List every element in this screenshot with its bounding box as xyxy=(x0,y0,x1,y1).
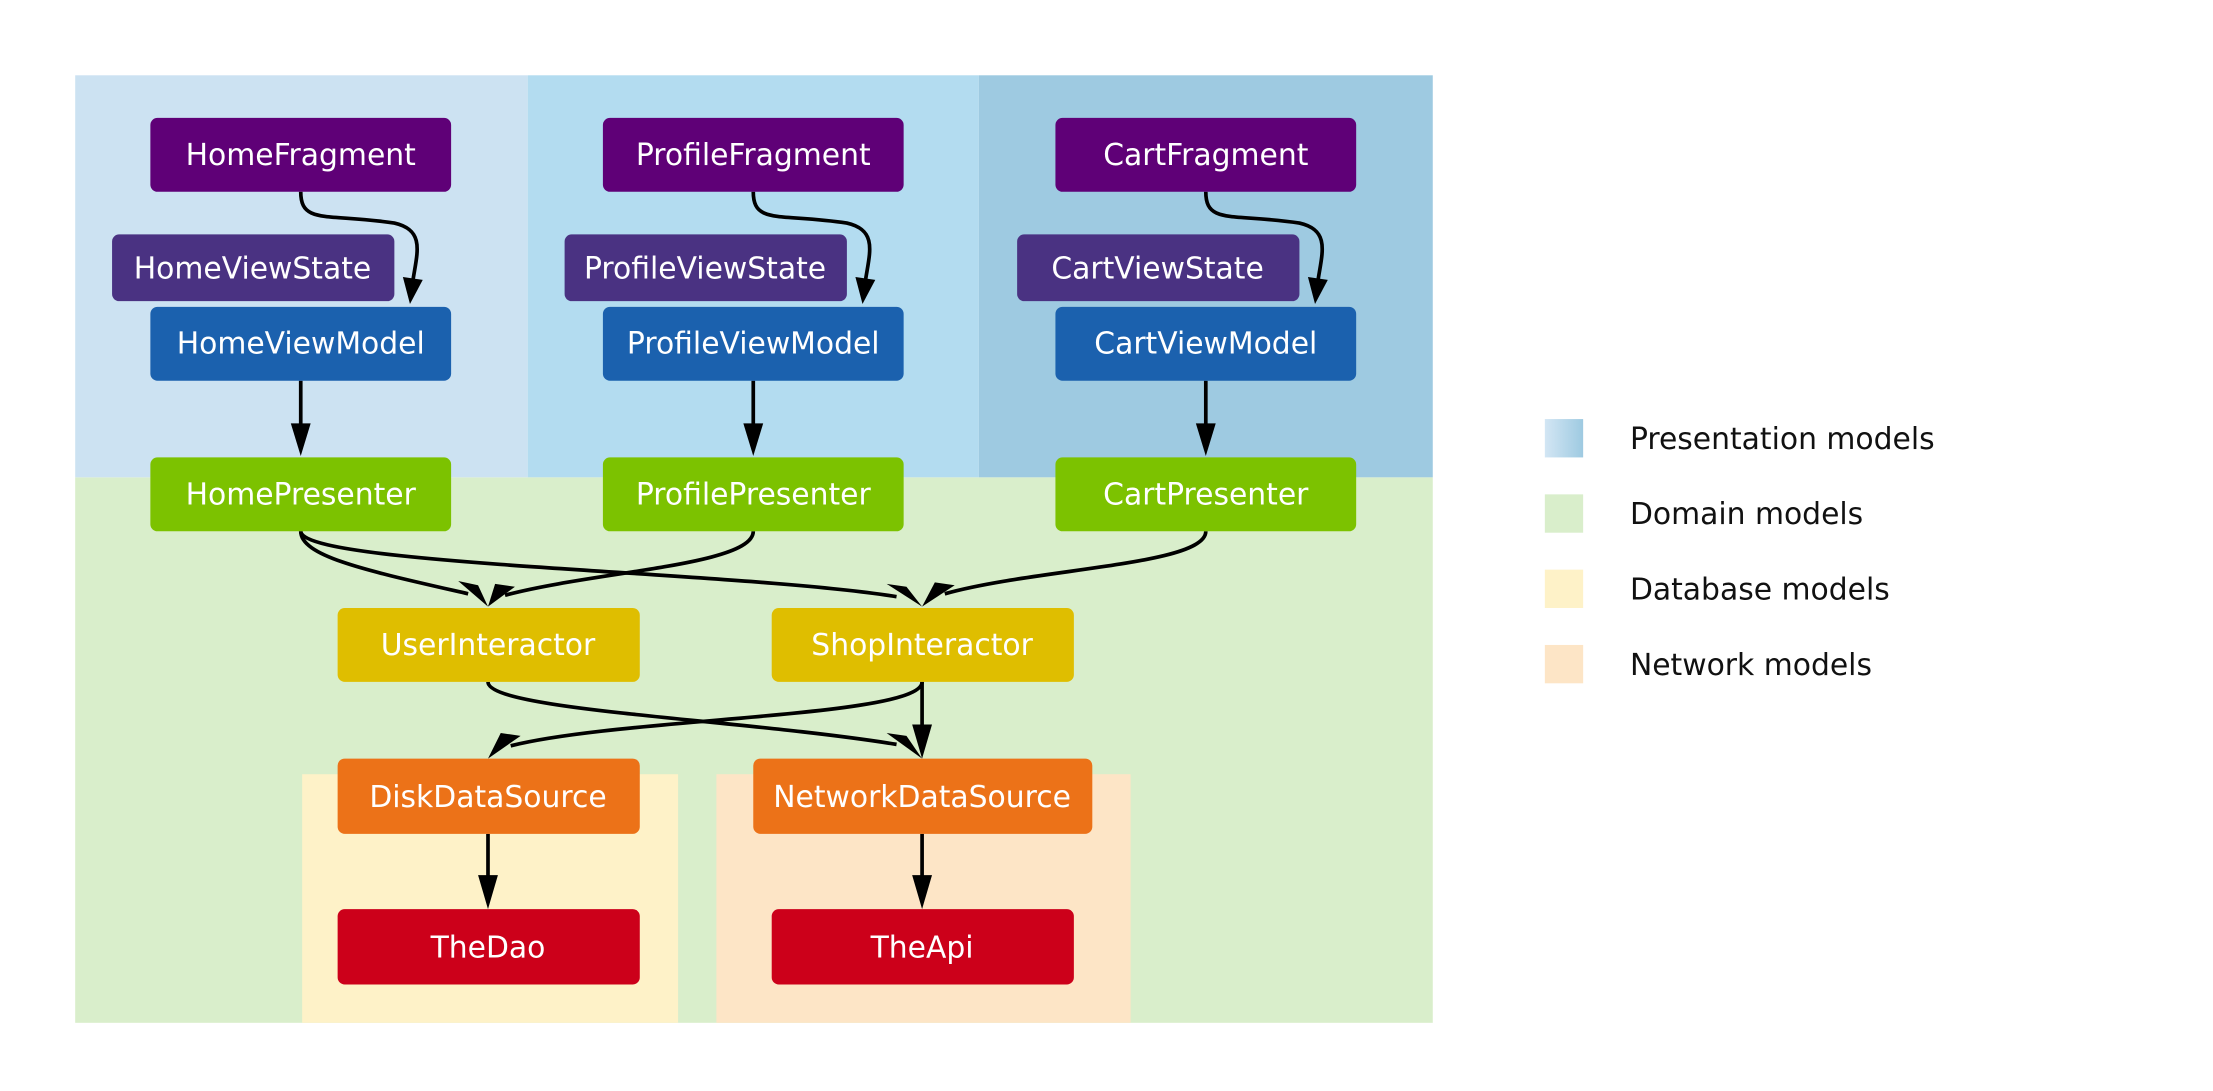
node-cart-view-state[interactable]: CartViewState xyxy=(1017,234,1300,302)
arrowhead xyxy=(458,581,488,607)
node-label: HomeFragment xyxy=(186,138,416,173)
edges xyxy=(290,191,1328,910)
edge-home-presenter-to-user-interactor xyxy=(298,531,469,596)
node-home-view-state[interactable]: HomeViewState xyxy=(112,234,395,302)
node-cart-view-model[interactable]: CartViewModel xyxy=(1055,306,1357,381)
edge-home-presenter-to-shop-interactor xyxy=(298,530,897,599)
node-user-interactor[interactable]: UserInteractor xyxy=(337,608,640,682)
arrowhead xyxy=(912,875,933,910)
legend-item-domain: Domain models xyxy=(1544,494,1863,533)
edge-user-interactor-to-network-data-source xyxy=(486,681,897,747)
arrowhead xyxy=(743,423,764,457)
legend-swatch-domain xyxy=(1544,494,1584,533)
node-profile-fragment[interactable]: ProfileFragment xyxy=(602,117,904,192)
node-label: UserInteractor xyxy=(381,628,596,663)
node-label: CartViewState xyxy=(1051,251,1263,286)
arrowhead xyxy=(487,733,521,759)
node-label: CartFragment xyxy=(1103,138,1308,173)
node-label: ProfileViewModel xyxy=(627,327,880,362)
arrowhead xyxy=(290,423,311,457)
node-shop-interactor[interactable]: ShopInteractor xyxy=(771,608,1074,682)
arrowhead xyxy=(402,277,423,305)
legend-swatch-network xyxy=(1544,644,1584,684)
node-label: CartPresenter xyxy=(1103,477,1309,512)
node-profile-presenter[interactable]: ProfilePresenter xyxy=(602,457,904,532)
node-network-data-source[interactable]: NetworkDataSource xyxy=(753,758,1093,834)
node-label: DiskDataSource xyxy=(369,780,606,815)
legend-swatch-presentation xyxy=(1544,419,1584,458)
node-profile-view-model[interactable]: ProfileViewModel xyxy=(602,306,904,381)
node-the-dao[interactable]: TheDao xyxy=(337,909,640,985)
arrowhead xyxy=(487,583,515,607)
node-home-fragment[interactable]: HomeFragment xyxy=(150,117,452,192)
legend-item-database: Database models xyxy=(1544,569,1890,609)
edge-shop-interactor-to-disk-data-source xyxy=(510,681,924,748)
node-label: HomeViewModel xyxy=(177,327,425,362)
arrowhead xyxy=(1307,277,1328,305)
node-cart-fragment[interactable]: CartFragment xyxy=(1055,117,1357,192)
legend-swatch-database xyxy=(1544,569,1584,609)
legend-item-network: Network models xyxy=(1544,644,1872,684)
legend-label: Presentation models xyxy=(1630,422,1935,457)
node-home-view-model[interactable]: HomeViewModel xyxy=(150,306,452,381)
node-label: ProfileViewState xyxy=(584,251,826,286)
legend-label: Database models xyxy=(1630,572,1890,607)
arrowhead xyxy=(922,582,955,607)
legend-item-presentation: Presentation models xyxy=(1544,419,1935,458)
node-disk-data-source[interactable]: DiskDataSource xyxy=(337,758,640,834)
edge-profile-fragment-to-viewmodel xyxy=(751,191,872,282)
node-the-api[interactable]: TheApi xyxy=(771,909,1074,985)
edge-cart-fragment-to-viewmodel xyxy=(1203,191,1325,282)
arrowhead xyxy=(886,733,923,759)
arrowhead xyxy=(478,875,498,910)
nodes: HomeFragment HomeViewState HomeViewModel… xyxy=(112,117,1357,985)
edge-home-fragment-to-viewmodel xyxy=(298,191,419,282)
node-home-presenter[interactable]: HomePresenter xyxy=(150,457,452,532)
node-label: ShopInteractor xyxy=(811,628,1033,663)
node-label: HomeViewState xyxy=(134,251,371,286)
node-profile-view-state[interactable]: ProfileViewState xyxy=(564,234,847,302)
legend-label: Network models xyxy=(1630,648,1872,683)
node-label: NetworkDataSource xyxy=(773,780,1071,815)
legend-label: Domain models xyxy=(1630,497,1863,532)
node-label: CartViewModel xyxy=(1094,327,1317,362)
node-label: ProfileFragment xyxy=(636,138,871,173)
node-cart-presenter[interactable]: CartPresenter xyxy=(1055,457,1357,532)
arrowhead xyxy=(1195,423,1216,457)
node-label: TheDao xyxy=(430,930,546,965)
node-label: TheApi xyxy=(870,930,974,965)
arrowhead xyxy=(912,724,933,759)
edge-profile-presenter-to-user-interactor xyxy=(504,530,756,598)
node-label: HomePresenter xyxy=(186,477,417,512)
legend: Presentation models Domain models Databa… xyxy=(1544,419,1935,684)
node-label: ProfilePresenter xyxy=(636,477,872,512)
arrowhead xyxy=(855,277,876,305)
edge-cart-presenter-to-shop-interactor xyxy=(944,530,1208,596)
